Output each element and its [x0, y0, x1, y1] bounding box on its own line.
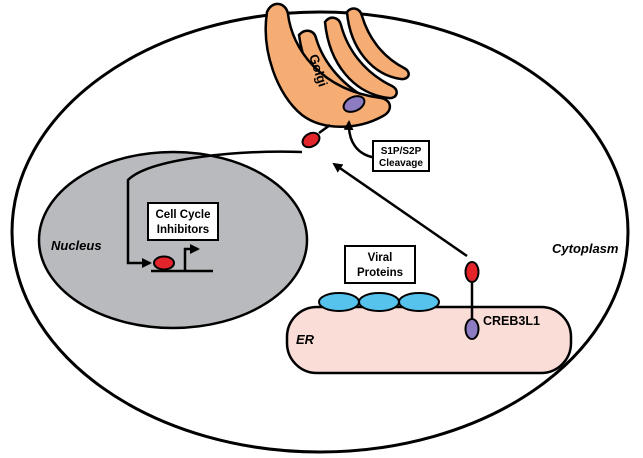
cleavage-box [372, 140, 430, 172]
nucleus-label: Nucleus [51, 238, 102, 253]
creb3l1-label: CREB3L1 [483, 314, 540, 328]
creb3l1-n-terminal-domain [464, 261, 480, 283]
cleaved-fragment-tail [318, 123, 331, 135]
cleavage-label-line1: S1P/S2P [381, 146, 422, 157]
cleaved-creb3l1-fragment [301, 131, 321, 149]
cleavage-label-line2: Cleavage [379, 158, 423, 169]
cell-cycle-label-line2: Inhibitors [157, 224, 209, 236]
cell-cycle-inhibitors-box [147, 202, 219, 241]
creb3l1-golgi-tm-domain [342, 95, 366, 113]
creb3l1-bound-promoter [153, 255, 175, 271]
er-to-golgi-arrow [332, 162, 468, 258]
nuclear-import-arrow [126, 150, 303, 268]
viral-proteins-label-line2: Proteins [357, 267, 403, 279]
cell-cycle-label-line1: Cell Cycle [156, 209, 211, 221]
viral-proteins-label-line1: Viral [368, 252, 393, 264]
er-label: ER [296, 332, 315, 347]
viral-protein [398, 292, 440, 312]
creb3l1-transmembrane-domain [464, 318, 480, 340]
viral-protein [358, 292, 400, 312]
golgi-cisterna [345, 7, 410, 81]
viral-proteins-box [344, 245, 416, 284]
cytoplasm-label: Cytoplasm [552, 241, 619, 256]
viral-protein [318, 292, 360, 312]
transcription-start-arrow [183, 244, 200, 271]
golgi-cisterna [323, 16, 398, 100]
